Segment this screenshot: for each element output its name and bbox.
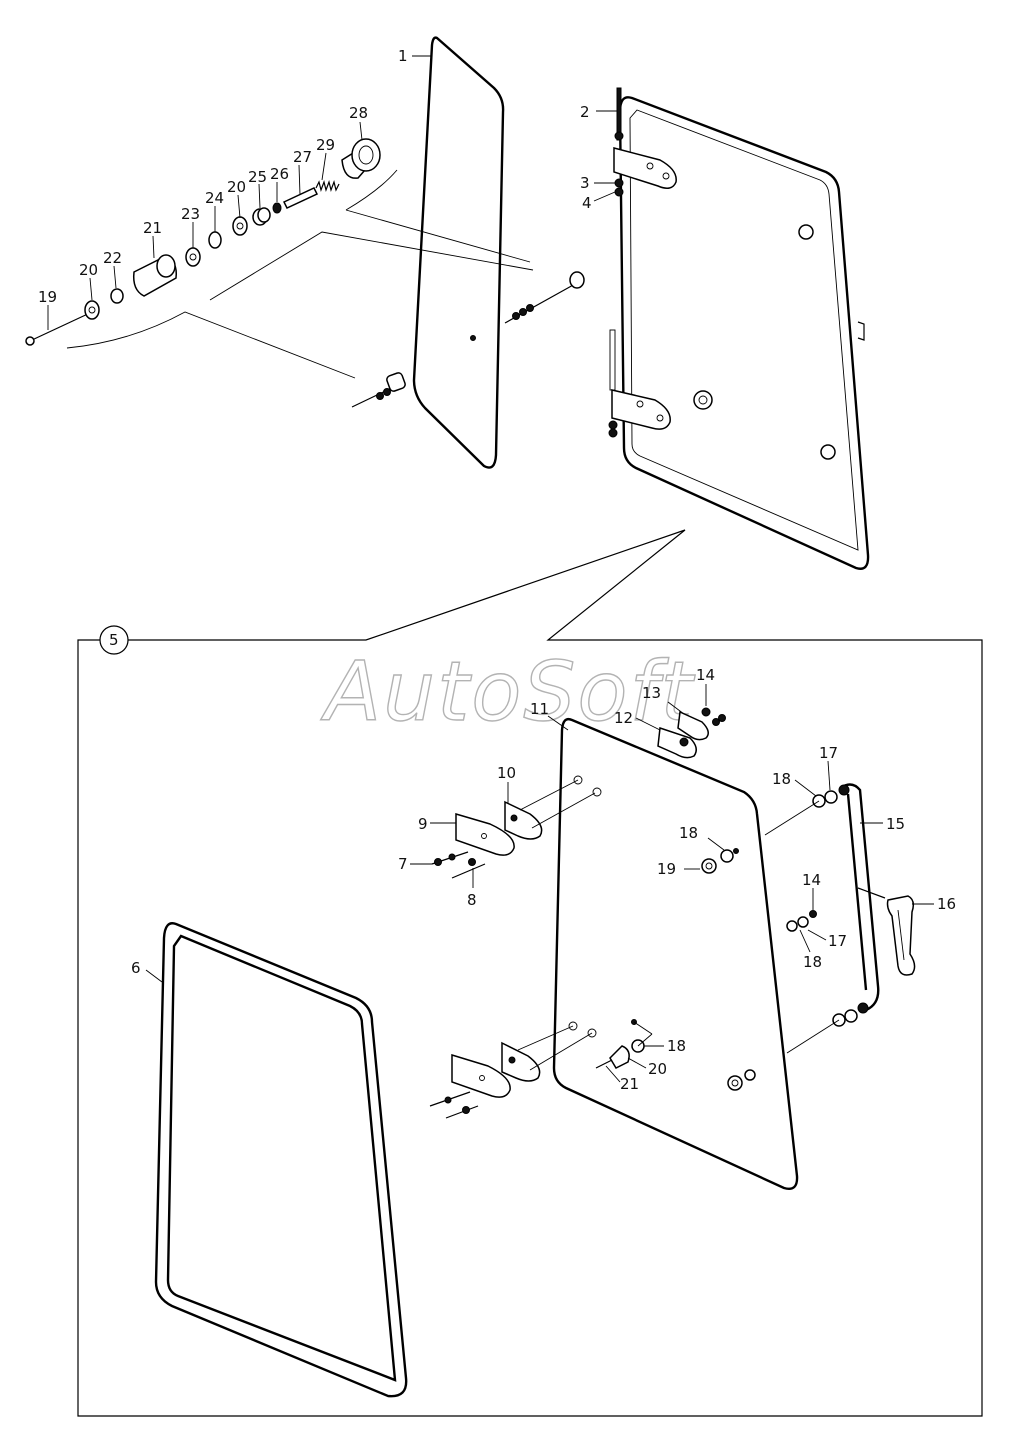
callout-label: 6 bbox=[131, 959, 141, 977]
exploded-hardware bbox=[25, 138, 381, 346]
callout-label: 15 bbox=[886, 815, 905, 833]
callout-label: 20 bbox=[79, 261, 98, 279]
callout-label: 18 bbox=[667, 1037, 686, 1055]
lever bbox=[886, 895, 916, 976]
callout-label: 10 bbox=[497, 764, 516, 782]
callout-label: 18 bbox=[803, 953, 822, 971]
callout-label: 22 bbox=[103, 249, 122, 267]
callout-leaders bbox=[47, 55, 934, 1083]
bracket-lower bbox=[429, 1025, 593, 1119]
callout-label: 2 bbox=[580, 103, 590, 121]
callout-label: 3 bbox=[580, 174, 590, 192]
callout-label: 14 bbox=[696, 666, 715, 684]
hinge-upper-top bbox=[613, 87, 677, 197]
inset-leaders bbox=[66, 169, 534, 379]
callout-label: 21 bbox=[143, 219, 162, 237]
frame-5 bbox=[77, 529, 983, 1417]
glass-hardware-top bbox=[351, 271, 585, 408]
glass-panel-top bbox=[412, 36, 505, 469]
callout-label: 27 bbox=[293, 148, 312, 166]
callout-label: 7 bbox=[398, 855, 408, 873]
callout-label: 13 bbox=[642, 684, 661, 702]
callout-label: 1 bbox=[398, 47, 408, 65]
callout-label: 17 bbox=[828, 932, 847, 950]
callout-label: 29 bbox=[316, 136, 335, 154]
callout-label: 28 bbox=[349, 104, 368, 122]
callout-label: 4 bbox=[582, 194, 592, 212]
watermark: AutoSoft bbox=[320, 645, 695, 740]
callout-label: 19 bbox=[38, 288, 57, 306]
bracket-top bbox=[657, 707, 726, 759]
glass-panel-lower bbox=[552, 717, 799, 1190]
callout-label: 20 bbox=[227, 178, 246, 196]
seal-frame bbox=[154, 922, 408, 1398]
bracket-upper bbox=[431, 779, 596, 879]
door-frame-top bbox=[618, 96, 870, 570]
callout-label: 20 bbox=[648, 1060, 667, 1078]
callout-label: 9 bbox=[418, 815, 428, 833]
handle-bar bbox=[764, 783, 886, 1054]
callout-label: 12 bbox=[614, 709, 633, 727]
callout-label: 25 bbox=[248, 168, 267, 186]
callout-labels: 1 2 3 4 19 20 22 21 23 24 20 25 26 27 29… bbox=[38, 47, 956, 1093]
callout-label: 18 bbox=[772, 770, 791, 788]
callout-label: 26 bbox=[270, 165, 289, 183]
callout-label: 17 bbox=[819, 744, 838, 762]
glass-hardware-lower bbox=[595, 848, 756, 1091]
callout-label: 5 bbox=[109, 631, 119, 649]
callout-label: 19 bbox=[657, 860, 676, 878]
callout-label: 24 bbox=[205, 189, 224, 207]
callout-label: 11 bbox=[530, 700, 549, 718]
callout-label: 18 bbox=[679, 824, 698, 842]
hinge-lower-top bbox=[608, 329, 671, 438]
callout-label: 16 bbox=[937, 895, 956, 913]
callout-label: 23 bbox=[181, 205, 200, 223]
callout-label: 21 bbox=[620, 1075, 639, 1093]
callout-label: 14 bbox=[802, 871, 821, 889]
callout-label: 8 bbox=[467, 891, 477, 909]
